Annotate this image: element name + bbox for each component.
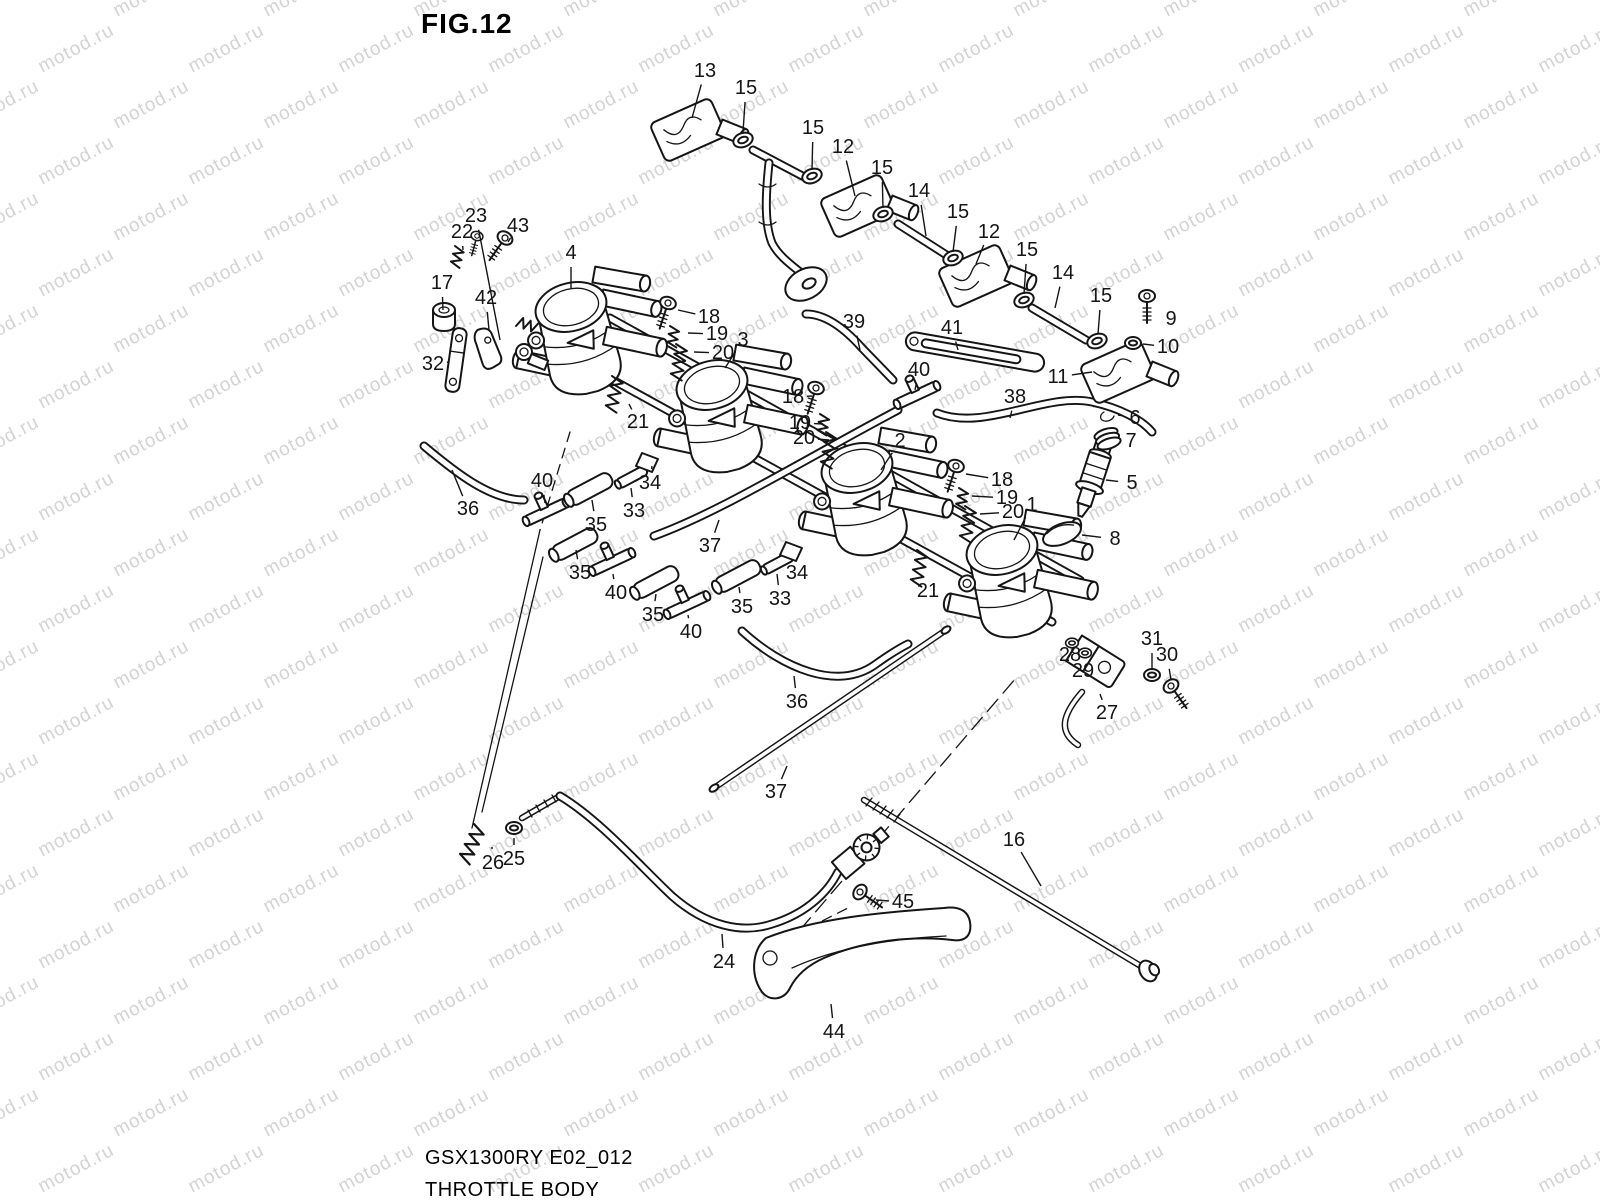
leader-line-20 (817, 438, 830, 441)
leader-line-33 (776, 573, 780, 586)
throttle-rod-16 (860, 796, 1161, 983)
leader-line-21 (628, 403, 633, 410)
leader-line-41 (955, 341, 959, 351)
vacuum-fittings (513, 331, 1046, 622)
hoses (419, 309, 1157, 793)
grommet-8 (1042, 521, 1082, 547)
leader-line-19 (971, 495, 994, 498)
throttle-cable-24 (456, 791, 972, 1000)
leader-line-43 (507, 237, 512, 243)
leader-line-38 (1009, 410, 1013, 419)
cable-bracket-44 (753, 906, 972, 1000)
leader-line-14 (1054, 286, 1061, 309)
model-code: GSX1300RY E02_012 (425, 1147, 633, 1169)
leader-line-8 (1081, 534, 1102, 539)
leader-line-12 (975, 244, 985, 265)
leader-line-13 (691, 84, 702, 119)
leader-line-36 (793, 675, 797, 689)
leader-line-35 (654, 593, 657, 602)
leader-line-10 (1142, 343, 1155, 347)
leader-line-40 (612, 573, 615, 580)
leader-line-44 (830, 1003, 834, 1019)
leader-line-35 (738, 586, 741, 594)
leader-line-20 (979, 512, 1000, 515)
cap-17 (432, 302, 456, 332)
leader-line-36 (451, 469, 464, 497)
leader-line-39 (856, 335, 861, 351)
leader-line-15 (1023, 263, 1027, 295)
leader-line-6 (1117, 414, 1122, 417)
leader-line-3 (724, 351, 737, 369)
leader-line-15 (952, 225, 957, 253)
bracket-32 (444, 327, 468, 393)
cushion-7 (1093, 426, 1122, 451)
leader-line-40 (543, 494, 546, 504)
leader-line-12 (845, 160, 856, 197)
leader-line-1 (1013, 517, 1027, 541)
leader-line-37 (713, 519, 720, 533)
stay-41 (904, 331, 1046, 373)
plate-42 (473, 327, 503, 370)
leader-line-35 (575, 549, 579, 560)
leader-line-15 (811, 141, 814, 171)
leader-line-2 (880, 452, 893, 471)
leader-line-18 (965, 473, 989, 479)
leader-line-15 (881, 181, 884, 209)
figure-name: THROTTLE BODY (425, 1179, 600, 1200)
leader-line-30 (1168, 668, 1172, 681)
leader-line-20 (693, 351, 710, 354)
figure-title: FIG.12 (421, 8, 513, 39)
leader-line-19 (687, 332, 704, 335)
leader-line-37 (780, 765, 788, 780)
leader-line-5 (1105, 479, 1119, 483)
leader-line-35 (591, 499, 595, 512)
leader-line-27 (1099, 693, 1103, 701)
fuel-joint-chain (648, 86, 1186, 421)
leader-line-40 (914, 383, 917, 391)
leader-line-24 (721, 933, 724, 949)
footer: GSX1300RY E02_012 THROTTLE BODY (425, 1142, 633, 1200)
leader-line-11 (1071, 371, 1093, 376)
leader-line-14 (920, 204, 927, 237)
clip-6 (1100, 411, 1115, 422)
leader-line-16 (1020, 851, 1042, 887)
leader-line-45 (875, 899, 890, 902)
throttle-position-sensor-27 (1061, 634, 1195, 749)
leader-line-15 (1097, 309, 1101, 335)
leader-line-40 (687, 614, 690, 619)
leader-line-42 (486, 311, 490, 331)
fuel-injector-5 (1042, 411, 1122, 547)
leader-line-15 (742, 101, 746, 133)
leader-line-18 (677, 309, 696, 315)
leader-line-33 (630, 487, 633, 498)
left-small-parts (432, 227, 550, 393)
leader-line-23 (477, 229, 501, 341)
